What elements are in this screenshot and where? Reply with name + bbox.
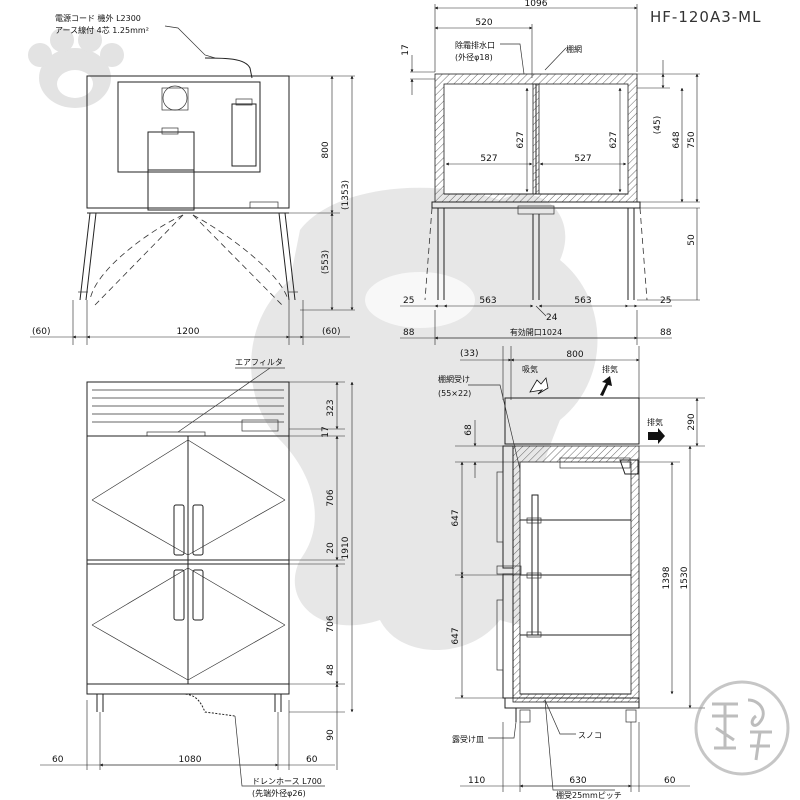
note-duckboard: スノコ — [578, 731, 602, 740]
dim-front-1080: 1080 — [179, 755, 202, 765]
dim-plan-648: 648 — [672, 131, 682, 148]
dim-side-1398: 1398 — [662, 566, 672, 589]
dim-plan-25-left: 25 — [403, 296, 414, 306]
note-drain-hose: ドレンホース L700 — [252, 777, 322, 786]
shop-stamp-logo — [694, 680, 790, 776]
dim-plan-17: 17 — [401, 44, 411, 55]
dim-front-48: 48 — [326, 664, 336, 676]
view-rear: 電源コード 機外 L2300 アース線付 4芯 1.25mm² — [30, 13, 355, 345]
dim-rear-800: 800 — [321, 141, 331, 158]
view-front: エアフィルタ — [40, 358, 354, 798]
dim-plan-750: 750 — [687, 131, 697, 148]
note-pitch: 棚受25mmピッチ — [556, 790, 622, 800]
dim-front-60-right: 60 — [306, 755, 318, 765]
dim-plan-627-left: 627 — [516, 131, 526, 148]
dim-side-1530: 1530 — [680, 566, 690, 589]
note-shelf-rest-size: (55×22) — [438, 389, 471, 398]
exhaust-side-arrow-icon — [648, 428, 665, 444]
exhaust-top-arrow-icon — [600, 376, 612, 396]
dim-plan-88-right: 88 — [660, 328, 672, 338]
dim-side-110: 110 — [468, 776, 485, 786]
dim-front-323: 323 — [326, 399, 336, 416]
dim-side-60: 60 — [664, 776, 676, 786]
dim-front-90: 90 — [326, 729, 336, 741]
dim-plan-527-right: 527 — [574, 154, 591, 164]
dim-side-68: 68 — [464, 424, 474, 436]
dim-plan-627-right: 627 — [609, 131, 619, 148]
dim-side-290: 290 — [687, 413, 697, 430]
dim-plan-24: 24 — [546, 313, 558, 323]
dim-front-706-upper: 706 — [326, 489, 336, 506]
view-plan-section: 1096 520 除霜排水口 (外径φ18) 棚網 17 527 527 627… — [400, 0, 700, 345]
intake-arrow-icon — [529, 377, 549, 395]
note-ground-wire: アース線付 4芯 1.25mm² — [55, 25, 149, 35]
note-drain-hose-dia: (先端外径φ26) — [252, 788, 306, 798]
dim-side-647-lower: 647 — [451, 627, 461, 644]
dim-plan-50: 50 — [687, 234, 697, 246]
dim-front-60-left: 60 — [52, 755, 64, 765]
note-intake: 吸気 — [522, 364, 538, 374]
dim-plan-527-left: 527 — [480, 154, 497, 164]
dim-plan-25-right: 25 — [660, 296, 671, 306]
note-exhaust-top: 排気 — [602, 364, 618, 374]
note-drain-outlet-dia: (外径φ18) — [455, 52, 493, 62]
dim-front-706-lower: 706 — [326, 615, 336, 632]
dim-rear-60-right: (60) — [322, 327, 340, 337]
dim-front-20: 20 — [326, 542, 336, 554]
dim-plan-45: (45) — [653, 116, 663, 134]
note-drip-tray: 露受け皿 — [452, 734, 484, 744]
note-air-filter: エアフィルタ — [235, 358, 283, 367]
watermark-paw-icon — [28, 28, 124, 108]
note-exhaust-side: 排気 — [647, 417, 663, 427]
dim-plan-1096: 1096 — [525, 0, 548, 9]
note-shelf-rest: 棚網受け — [438, 374, 470, 384]
dim-plan-563-right: 563 — [574, 296, 591, 306]
dim-side-630: 630 — [569, 776, 586, 786]
dim-front-1910: 1910 — [341, 536, 351, 559]
dim-rear-1353: (1353) — [341, 180, 351, 210]
dim-rear-1200: 1200 — [177, 327, 200, 337]
dim-plan-520: 520 — [475, 18, 492, 28]
dim-rear-60-left: (60) — [32, 327, 50, 337]
dim-side-33: (33) — [460, 349, 478, 359]
note-drain-outlet: 除霜排水口 — [455, 40, 495, 50]
note-shelf-wire: 棚網 — [566, 44, 582, 54]
note-effective-opening: 有効開口1024 — [510, 327, 562, 337]
dim-rear-553: (553) — [321, 250, 331, 274]
dim-plan-563-left: 563 — [479, 296, 496, 306]
dim-side-800: 800 — [566, 350, 583, 360]
dim-plan-88-left: 88 — [403, 328, 415, 338]
dim-front-17: 17 — [321, 426, 331, 437]
note-power-cord: 電源コード 機外 L2300 — [55, 13, 141, 23]
model-label: HF-120A3-ML — [650, 8, 761, 26]
view-side-section: (33) 800 吸気 排気 排気 棚網受け (55×22) — [438, 346, 705, 800]
dim-side-647-upper: 647 — [451, 509, 461, 526]
